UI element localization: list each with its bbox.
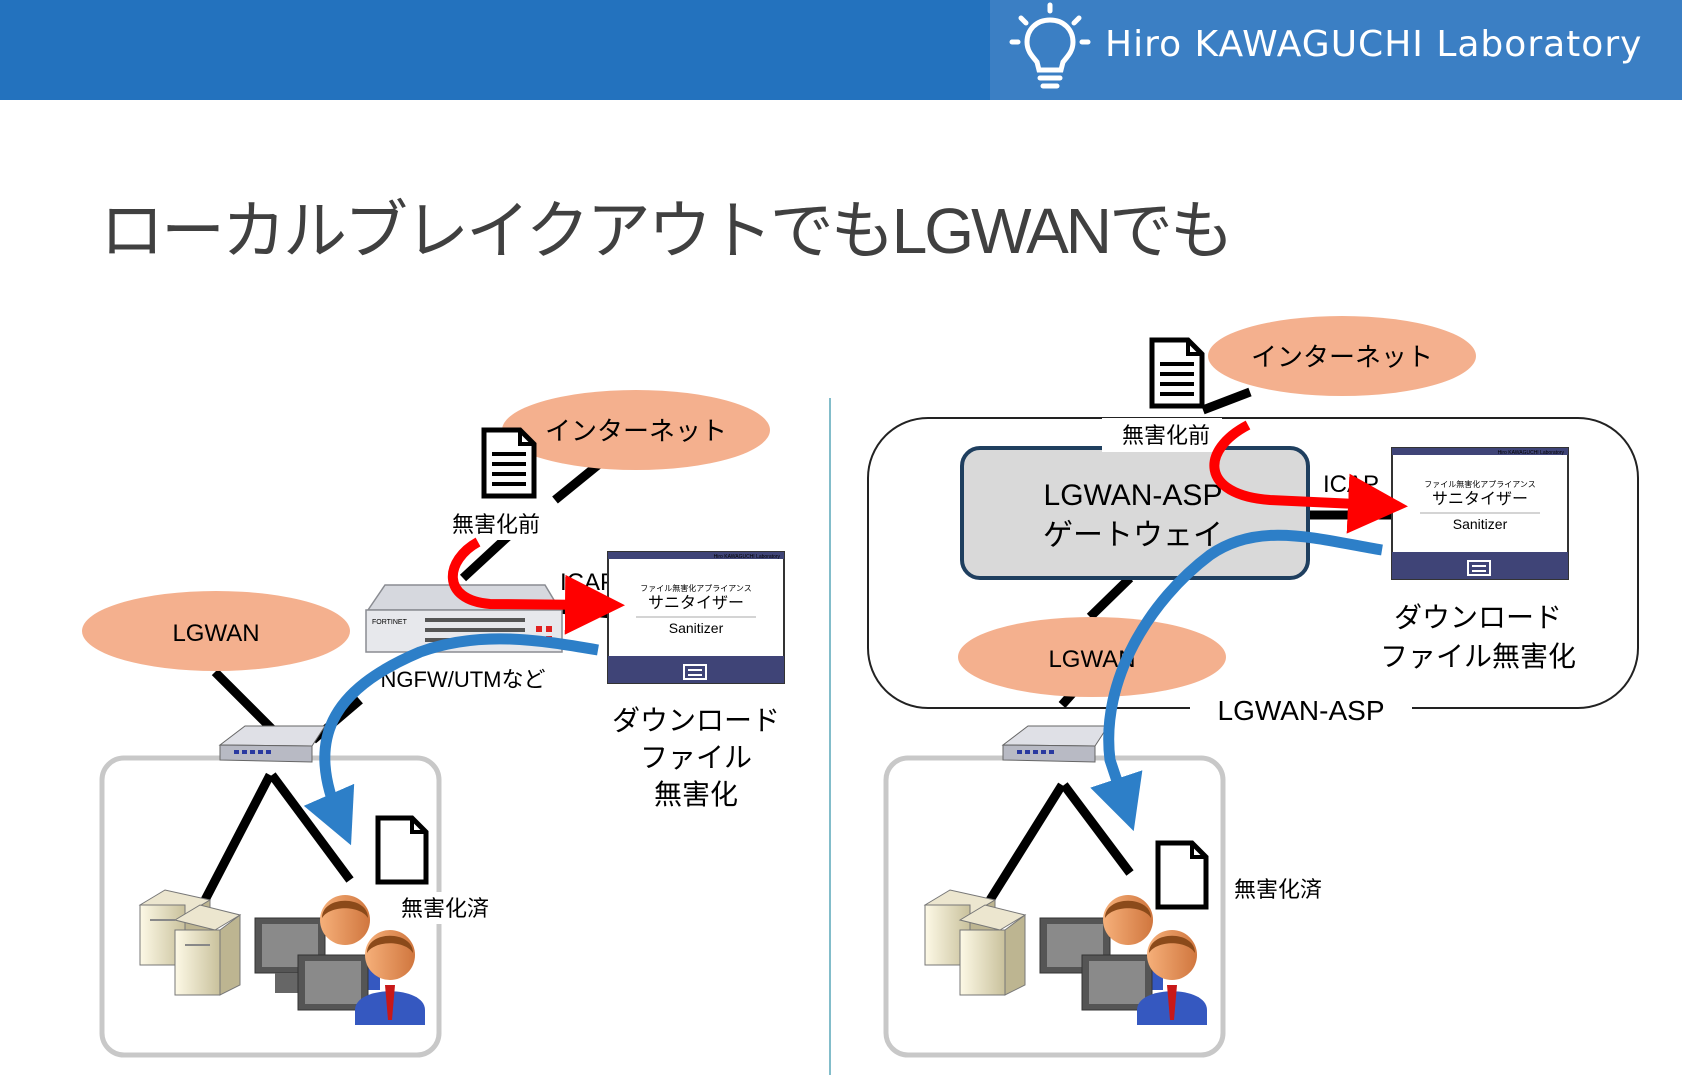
- right-lgwan-cloud: [958, 617, 1226, 697]
- right-download-line2: ファイル無害化: [1380, 641, 1576, 672]
- right-icap-label: ICAP: [1323, 471, 1379, 498]
- right-document-icon: [1149, 337, 1205, 409]
- left-sanitizer-sub: Sanitizer: [669, 620, 724, 636]
- firewall-brand: FORTINET: [372, 619, 408, 626]
- right-done-label: 無害化済: [1234, 877, 1322, 902]
- left-blue-arrow: [303, 633, 599, 846]
- left-server-icon: [138, 889, 242, 996]
- right-users-icon: [1039, 895, 1207, 1025]
- brand-box: [990, 0, 1682, 100]
- right-diagram: LGWAN-ASP インターネット LGWAN-ASP ゲートウェイ 無害化前 …: [867, 316, 1639, 1058]
- left-done-label: 無害化済: [401, 896, 489, 921]
- asp-label: LGWAN-ASP: [1218, 695, 1385, 726]
- page-title: ローカルブレイクアウトでもLGWANでも: [100, 195, 1234, 267]
- left-sanitizer-appliance: Hiro KAWAGUCHI Laboratory ファイル無害化アプライアンス…: [607, 551, 785, 684]
- right-internet-label: インターネット: [1251, 342, 1433, 372]
- left-internet-cloud: [502, 390, 770, 470]
- left-download-line3: 無害化: [654, 779, 738, 810]
- brand-text: Hiro KAWAGUCHI Laboratory: [1105, 24, 1643, 65]
- right-sanitizer-appliance: Hiro KAWAGUCHI Laboratory ファイル無害化アプライアンス…: [1391, 447, 1569, 580]
- gateway-line1: LGWAN-ASP: [1044, 479, 1223, 512]
- right-sanitizer-title: サニタイザー: [1432, 490, 1528, 508]
- right-download-line1: ダウンロード: [1394, 602, 1562, 633]
- left-before-label: 無害化前: [452, 512, 540, 537]
- right-network-switch: [1001, 725, 1109, 763]
- sanitizer-icon: [683, 664, 707, 680]
- left-document-icon: [481, 427, 537, 499]
- right-internet-cloud: [1208, 316, 1476, 396]
- left-sanitizer-header: Hiro KAWAGUCHI Laboratory: [714, 554, 781, 560]
- left-lgwan-cloud: [82, 591, 350, 671]
- left-diagram: インターネット LGWAN 無害化前 FORTINET NGFW/UTMなど I…: [82, 390, 785, 1058]
- gateway-line2: ゲートウェイ: [1043, 519, 1223, 552]
- left-internet-label: インターネット: [545, 416, 727, 446]
- firewall-label: NGFW/UTMなど: [381, 667, 546, 692]
- right-sanitizer-small: ファイル無害化アプライアンス: [1424, 479, 1536, 489]
- lgwan-asp-gateway: [960, 446, 1310, 580]
- left-lgwan-label: LGWAN: [172, 620, 259, 647]
- right-red-arrow: [1209, 420, 1408, 534]
- left-network-switch: [218, 725, 326, 763]
- right-sanitized-file-icon: [1155, 840, 1209, 910]
- left-download-line1: ダウンロード: [612, 705, 780, 736]
- left-sanitizer-title: サニタイザー: [648, 594, 744, 612]
- right-sanitizer-header: Hiro KAWAGUCHI Laboratory: [1498, 450, 1565, 456]
- sanitizer-icon: [1467, 560, 1491, 576]
- right-before-label: 無害化前: [1122, 423, 1210, 448]
- left-sanitizer-small: ファイル無害化アプライアンス: [640, 583, 752, 593]
- left-users-icon: [254, 895, 425, 1025]
- right-server-icon: [923, 889, 1027, 996]
- right-sanitizer-sub: Sanitizer: [1453, 516, 1508, 532]
- right-blue-arrow: [1090, 529, 1383, 832]
- lightbulb-icon: [1009, 2, 1091, 89]
- left-download-line2: ファイル: [640, 742, 752, 773]
- left-red-arrow: [447, 537, 625, 635]
- left-sanitized-file-icon: [375, 815, 429, 885]
